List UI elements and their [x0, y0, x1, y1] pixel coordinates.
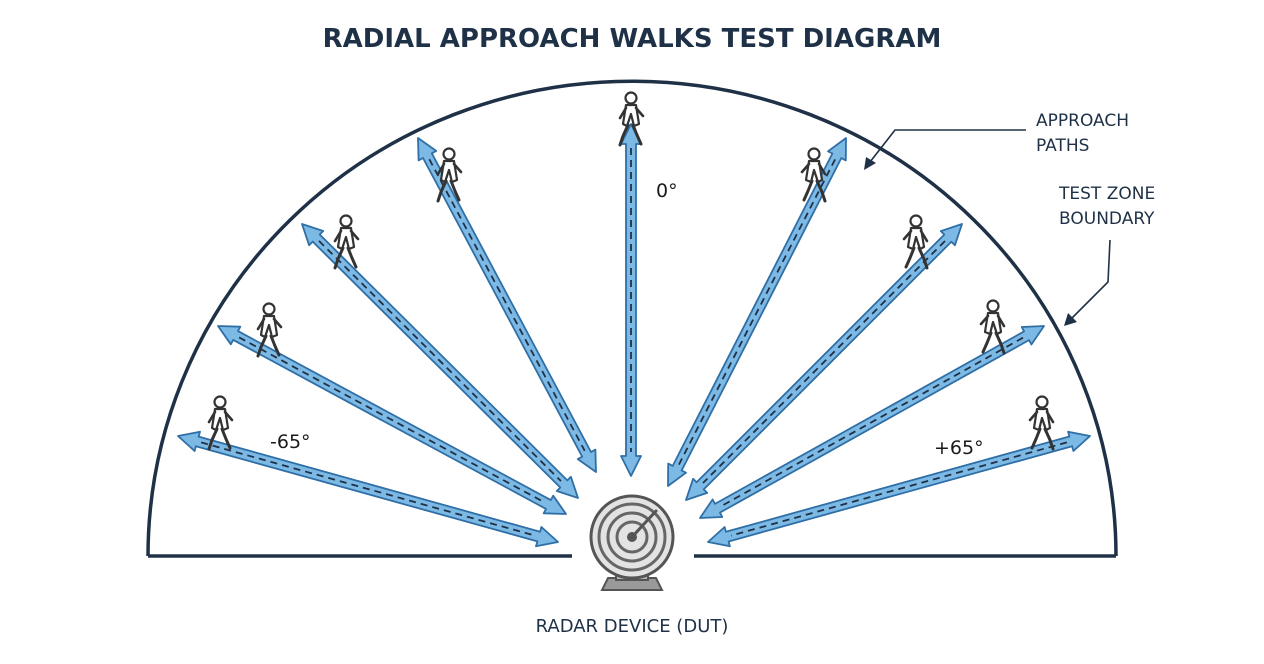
approach-path-3 — [301, 223, 579, 499]
callout-test-zone-leader — [1071, 239, 1111, 319]
approach-path-5 — [620, 123, 642, 477]
approach-path-dashline-2 — [238, 336, 546, 504]
test-zone-boundary — [146, 79, 1118, 557]
diagram-title: RADIAL APPROACH WALKS TEST DIAGRAM — [323, 24, 942, 54]
approach-path-4 — [417, 137, 597, 473]
radar-device-icon — [589, 494, 675, 591]
angle-label-zero: 0° — [656, 180, 678, 202]
callout-approach-paths-leader — [869, 129, 1026, 163]
callout-approach-paths-line1: APPROACH — [1036, 111, 1129, 131]
person-walking-icon-7 — [902, 214, 929, 270]
callout-test-zone-line2: BOUNDARY — [1059, 209, 1155, 229]
angle-label-left: -65° — [270, 431, 311, 453]
approach-path-arrow-4 — [417, 137, 597, 473]
approach-path-8 — [699, 325, 1045, 519]
approach-path-dashline-3 — [318, 240, 562, 482]
approach-path-2 — [217, 325, 567, 515]
approach-path-7 — [685, 223, 963, 501]
approach-path-dashline-8 — [720, 336, 1024, 508]
callout-test-zone-arrowhead — [1064, 313, 1077, 326]
approach-path-arrow-5 — [620, 123, 642, 477]
device-label: RADAR DEVICE (DUT) — [536, 616, 729, 637]
approach-path-dashline-1 — [200, 441, 536, 537]
callout-approach-paths-arrowhead — [864, 157, 876, 170]
approach-path-dashline-7 — [702, 240, 946, 484]
callout-approach-paths-line2: PATHS — [1036, 136, 1089, 156]
angle-label-right: +65° — [934, 437, 984, 459]
approach-path-dashline-4 — [428, 158, 586, 452]
callout-test-zone-line1: TEST ZONE — [1058, 184, 1155, 204]
approach-paths-group — [177, 123, 1091, 548]
person-walking-icon-9 — [1028, 395, 1055, 451]
person-walking-icon-8 — [979, 299, 1006, 355]
approach-path-6 — [667, 137, 847, 487]
person-walking-icon-1 — [207, 395, 234, 451]
approach-path-9 — [707, 430, 1091, 548]
approach-path-dashline-9 — [730, 441, 1068, 537]
approach-path-1 — [177, 430, 559, 548]
callout-approach-paths: APPROACH PATHS — [864, 111, 1129, 170]
approach-path-dashline-6 — [678, 158, 836, 466]
callout-test-zone-boundary: TEST ZONE BOUNDARY — [1058, 184, 1155, 326]
